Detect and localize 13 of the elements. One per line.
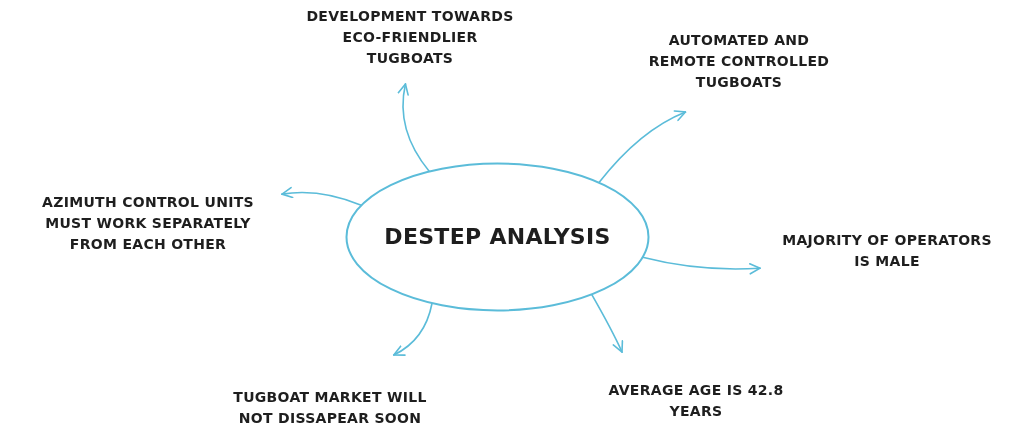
factor-text: DEVELOPMENT TOWARDS ECO-FRIENDLIER TUGBOATS: [305, 7, 515, 68]
factor-text: TUGBOAT MARKET WILL NOT DISSAPEAR SOON: [232, 388, 428, 428]
topic-title: DESTEP ANALYSIS: [384, 223, 611, 251]
topic-ellipse: [345, 162, 650, 312]
arrow: [281, 187, 363, 207]
arrow: [590, 293, 624, 353]
arrow: [598, 110, 687, 184]
arrow: [397, 83, 431, 173]
factor-text: AVERAGE AGE IS 42.8 YEARS: [607, 381, 785, 421]
factor-text: MAJORITY OF OPERATORS IS MALE: [781, 231, 993, 271]
arrow: [393, 302, 433, 356]
factor-text: AZIMUTH CONTROL UNITS MUST WORK SEPARATELY FROM EACH OTHER: [41, 193, 255, 254]
factor-text: AUTOMATED AND REMOTE CONTROLLED TUGBOATS: [647, 31, 831, 92]
